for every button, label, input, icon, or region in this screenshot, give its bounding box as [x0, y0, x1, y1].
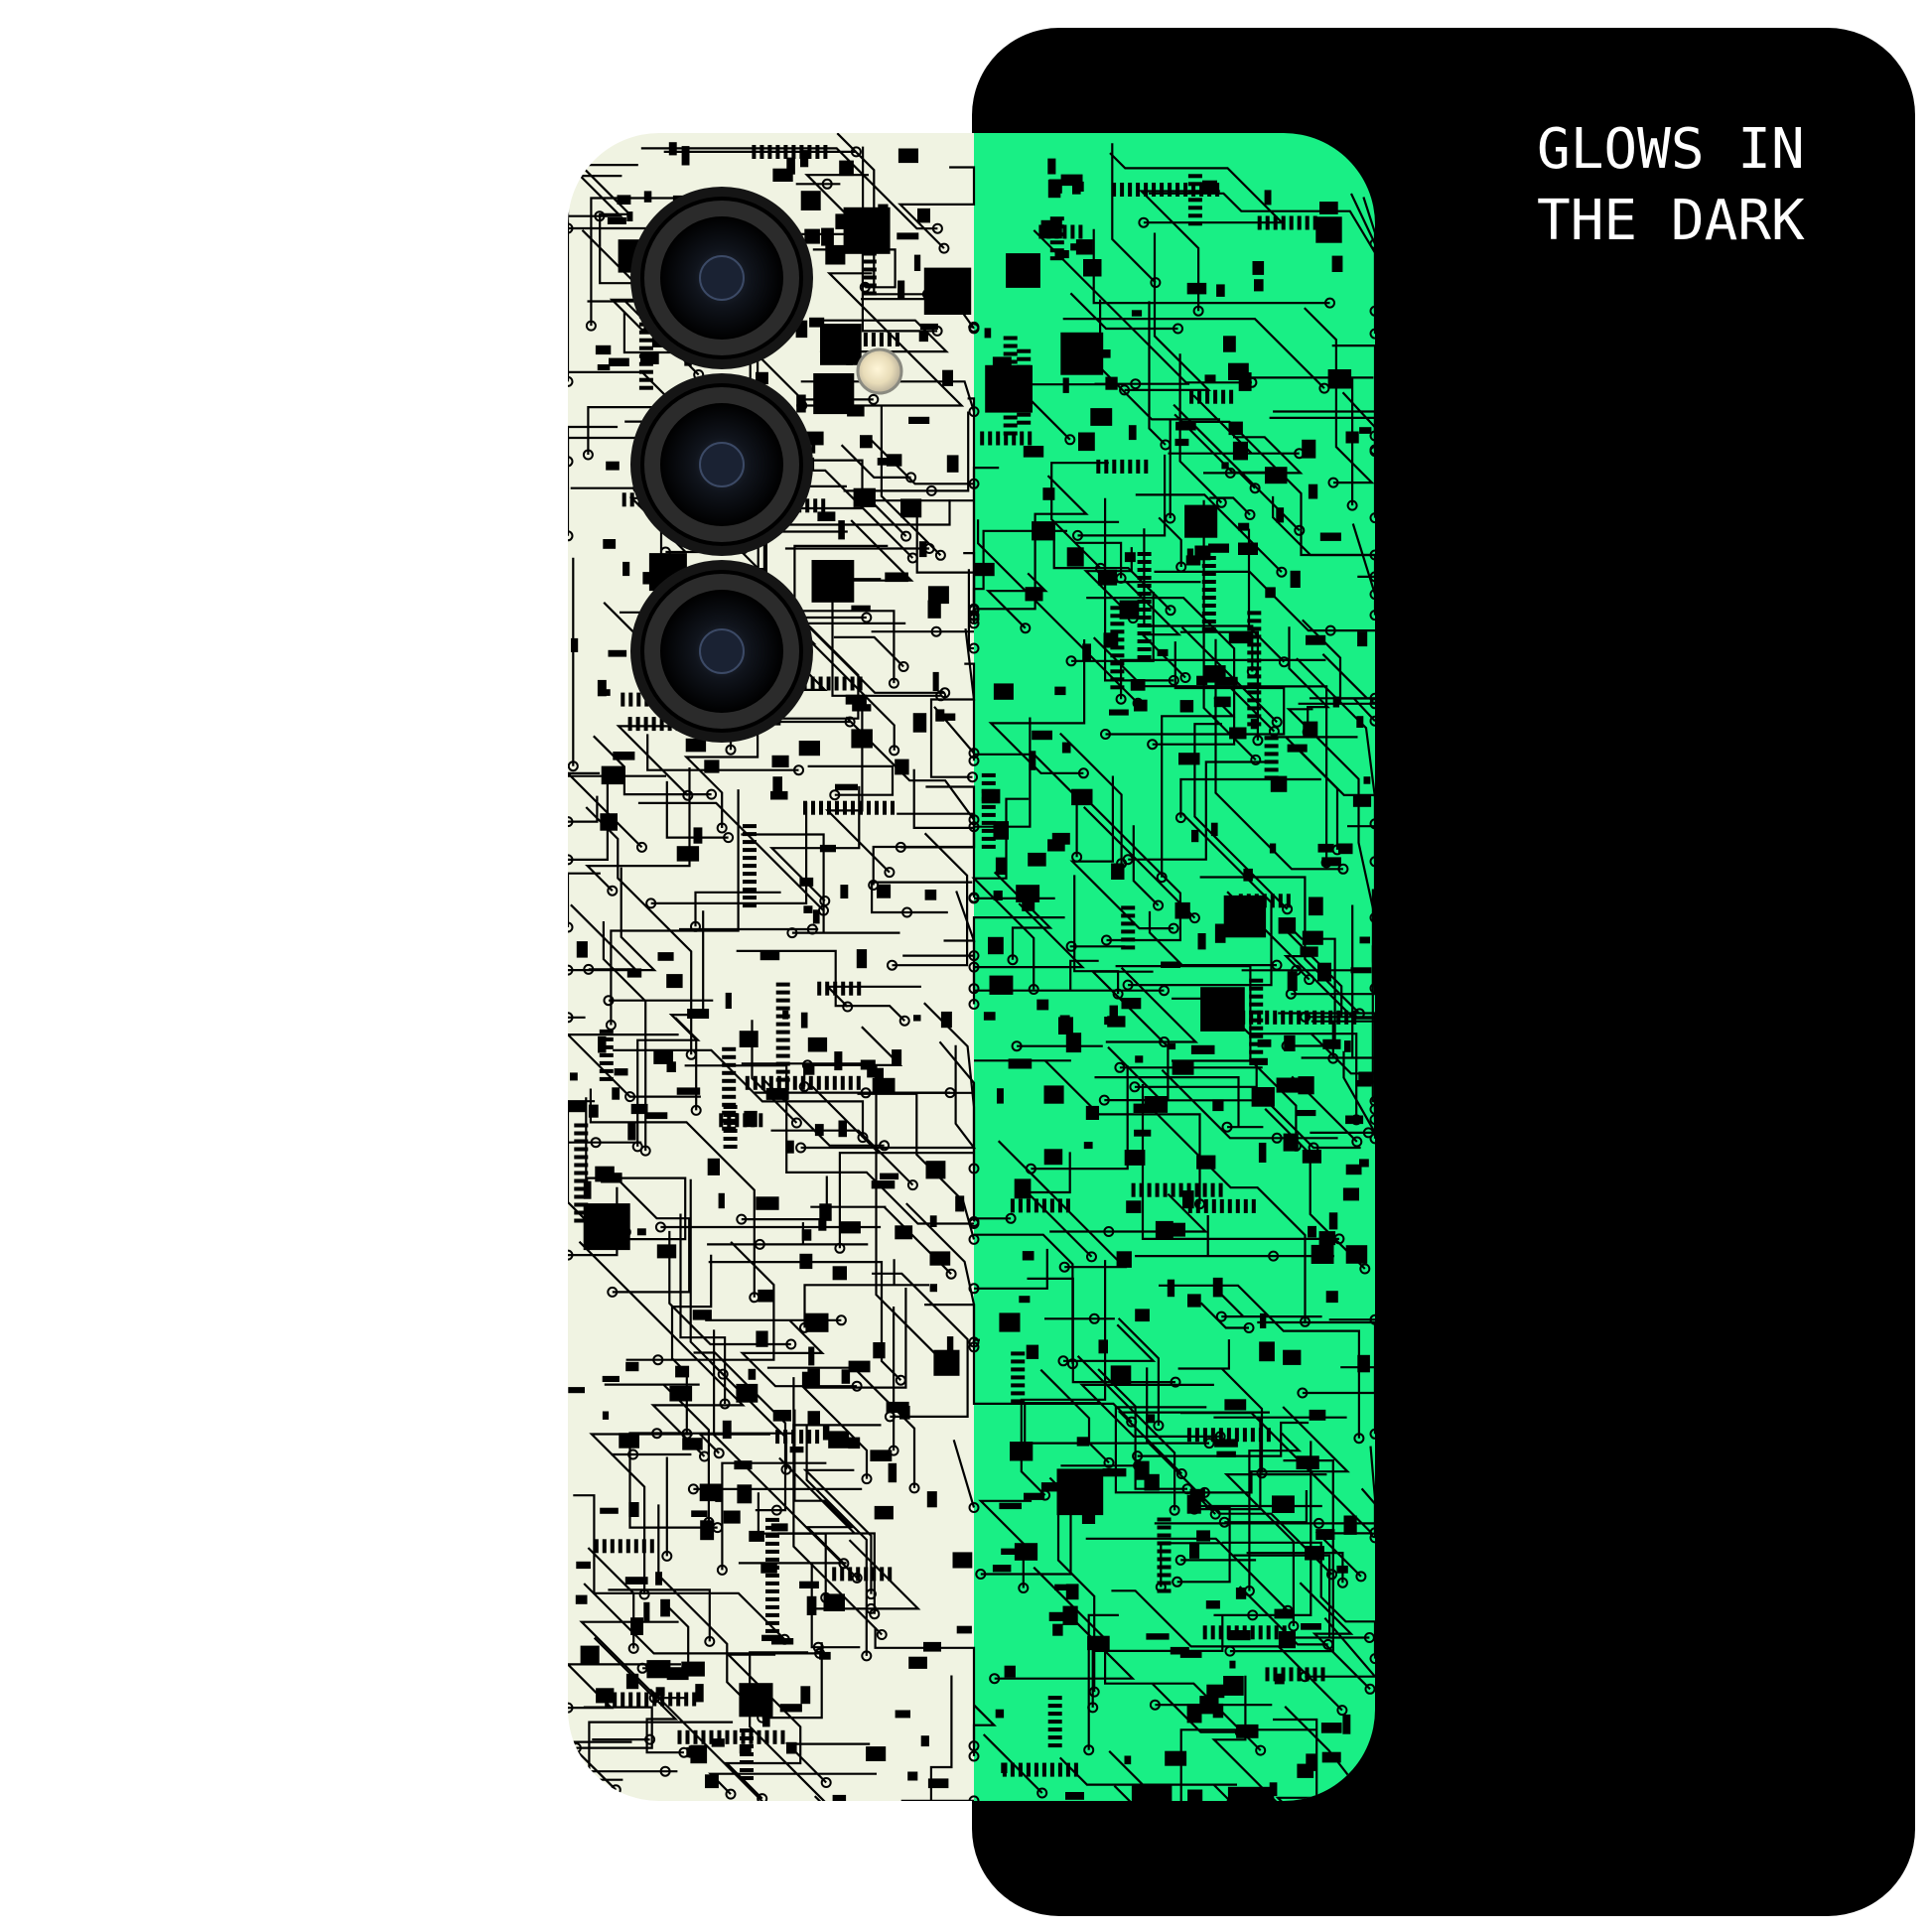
flash-icon: [856, 347, 903, 395]
camera-lens-2: [630, 373, 813, 556]
camera-lens-1: [630, 187, 813, 369]
glow-caption: GLOWS IN THE DARK: [1537, 117, 1805, 253]
circuit-pattern-glow: [968, 135, 1375, 1801]
camera-module: [630, 187, 903, 743]
phone-back: [568, 133, 1375, 1801]
phone-skin-illustration: [568, 133, 1375, 1801]
camera-lens-3: [630, 560, 813, 743]
